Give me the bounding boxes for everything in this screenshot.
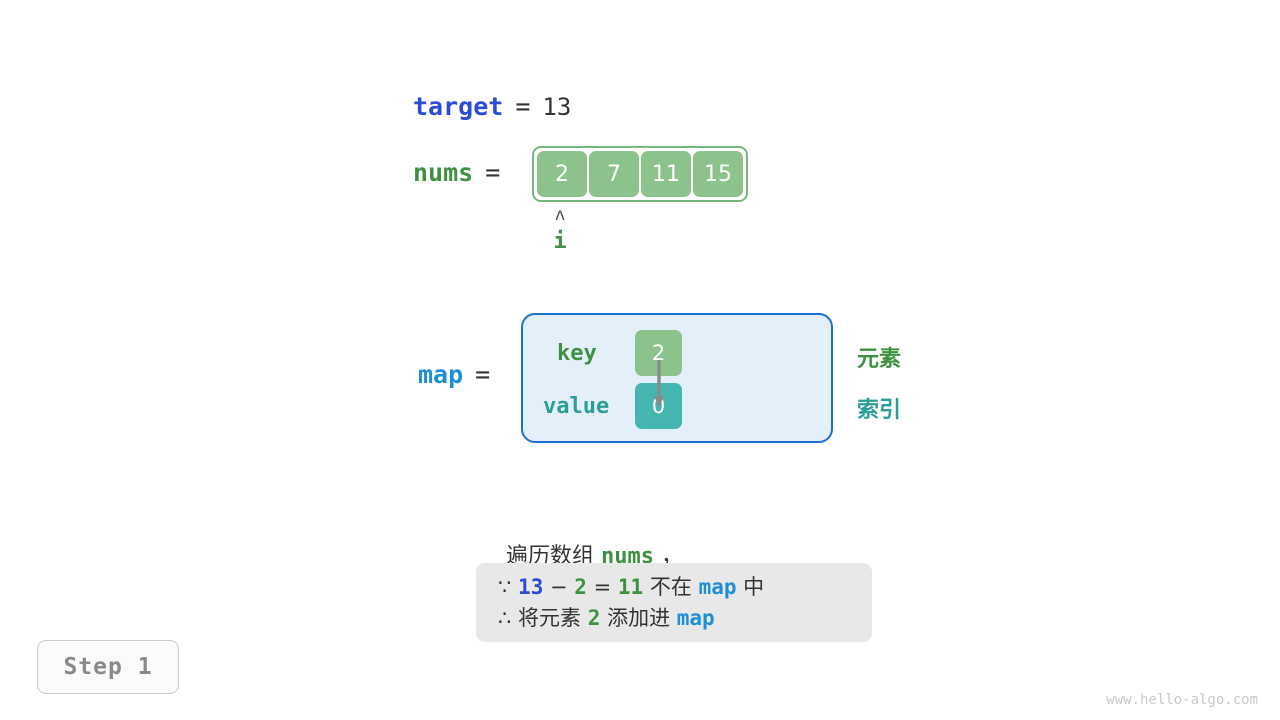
because-symbol: ∵ (498, 575, 519, 599)
map-container: key value 2 0 (521, 313, 833, 443)
target-value: 13 (542, 93, 572, 121)
map-equals-sign: = (475, 360, 491, 389)
caret-up-icon: ʌ (554, 205, 566, 225)
step-badge: Step 1 (37, 640, 179, 694)
explanation-added-num: 2 (587, 606, 601, 630)
therefore-symbol: ∴ (498, 606, 519, 630)
explanation-map-variable: map (676, 606, 715, 630)
explanation-box: ∵ 13 − 2 = 11 不在 map 中 ∴ 将元素 2 添加进 map (476, 563, 872, 642)
explanation-current-num: 2 (574, 575, 587, 599)
explanation-map-variable: map (698, 575, 737, 599)
explanation-add-text-a: 将元素 (518, 606, 588, 630)
explanation-equals-operator: = (586, 575, 618, 599)
index-pointer-group: ʌ i (532, 206, 588, 255)
array-cell: 11 (641, 151, 691, 197)
watermark: www.hello-algo.com (1106, 692, 1258, 708)
array-cell: 7 (589, 151, 639, 197)
key-to-value-arrow-icon (654, 360, 664, 408)
nums-variable-name: nums (413, 158, 474, 187)
explanation-target-value: 13 (518, 575, 544, 599)
map-variable-name: map (418, 360, 464, 389)
explanation-complement-value: 11 (617, 575, 644, 599)
explanation-not-in-text: 不在 (643, 575, 699, 599)
explanation-line-2: ∴ 将元素 2 添加进 map (498, 603, 850, 634)
nums-array-container: 2 7 11 15 (532, 146, 748, 202)
narration-line: 遍历数组 nums ， (492, 513, 683, 570)
explanation-minus-operator: − (543, 575, 575, 599)
explanation-line-1: ∵ 13 − 2 = 11 不在 map 中 (498, 572, 850, 603)
explanation-in-suffix: 中 (736, 575, 765, 599)
target-variable-name: target (413, 92, 504, 121)
array-cell: 2 (537, 151, 587, 197)
map-key-label: key (557, 341, 597, 366)
legend-index-label: 索引 (857, 398, 902, 423)
nums-declaration: nums = (413, 158, 500, 187)
pointer-label-i: i (553, 229, 567, 254)
nums-equals-sign: = (485, 158, 501, 187)
target-equals-sign: = (515, 92, 531, 121)
explanation-add-text-b: 添加进 (600, 606, 677, 630)
target-declaration: target = 13 (413, 92, 571, 121)
array-cell: 15 (693, 151, 743, 197)
narration-suffix: ， (653, 544, 683, 569)
legend-element-label: 元素 (857, 347, 902, 372)
map-declaration: map = (418, 360, 490, 389)
map-value-label: value (543, 394, 610, 419)
